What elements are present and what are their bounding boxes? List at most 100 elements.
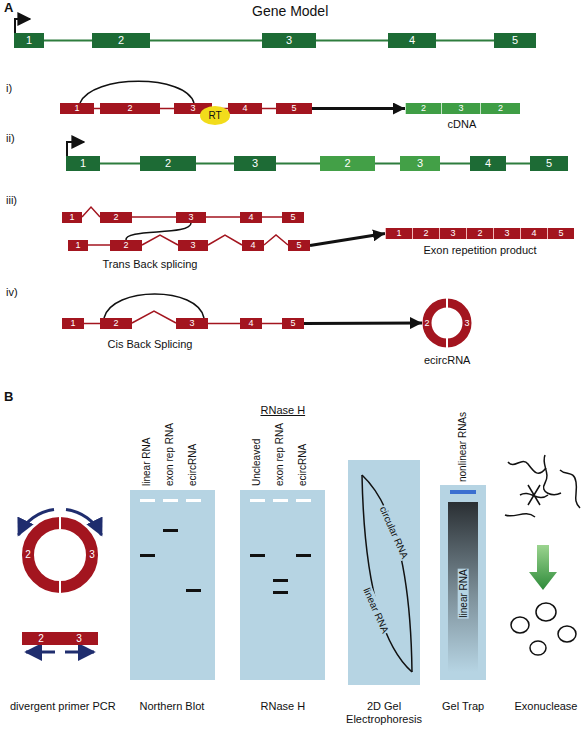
exon-box: 1 bbox=[62, 318, 84, 329]
circrna-ring bbox=[427, 297, 467, 349]
gel-trap bbox=[448, 502, 478, 672]
node-text: 1 bbox=[396, 229, 401, 238]
ring-segment: 2 bbox=[22, 548, 34, 562]
figure-label: cDNA bbox=[448, 118, 477, 131]
exon-box: 5 bbox=[282, 212, 304, 223]
northern-gel bbox=[163, 499, 178, 502]
pcr-ring bbox=[65, 651, 94, 654]
node-text: 2 bbox=[123, 241, 128, 250]
northern-gel bbox=[140, 499, 155, 502]
exon-box: 4 bbox=[240, 212, 262, 223]
node-text: 2 bbox=[344, 158, 350, 169]
gel-panel: linear RNA bbox=[440, 485, 486, 680]
node-text: 4 bbox=[250, 241, 255, 250]
splice-line bbox=[126, 223, 191, 240]
exon-box: 5 bbox=[288, 240, 310, 251]
exonuclease-sketch bbox=[544, 455, 561, 495]
exon-box: 5 bbox=[282, 318, 304, 329]
figure-label: A bbox=[4, 1, 13, 16]
node-text: 2 bbox=[165, 158, 171, 169]
pcr-ring bbox=[59, 515, 61, 529]
cdna-segment: 3 bbox=[441, 103, 480, 114]
node-text: 2 bbox=[113, 213, 118, 222]
node-text: 1 bbox=[70, 319, 75, 328]
exon-box: 1 bbox=[62, 212, 82, 223]
exon-box: 4 bbox=[388, 33, 436, 48]
node-text: linear RNA bbox=[361, 585, 392, 635]
2d-gel bbox=[348, 460, 420, 685]
process-arrow bbox=[312, 107, 405, 110]
node-text: 3 bbox=[286, 35, 292, 46]
northern-gel bbox=[186, 589, 201, 592]
exonuclease-sketch bbox=[536, 603, 556, 621]
node-text: 2 bbox=[424, 319, 429, 328]
splice-line bbox=[142, 235, 288, 245]
exon-box: 2 bbox=[22, 632, 60, 645]
northern-gel bbox=[140, 554, 155, 557]
transcript-line bbox=[80, 81, 194, 103]
exonuclease-sketch bbox=[511, 617, 529, 633]
exon-segment: 2 bbox=[412, 228, 439, 239]
2d-gel bbox=[348, 460, 420, 685]
node-text: 5 bbox=[296, 241, 301, 250]
gel-trap bbox=[440, 485, 486, 680]
node-text: 3 bbox=[76, 634, 82, 644]
node-text: 3 bbox=[189, 319, 194, 328]
node-text: 1 bbox=[75, 241, 80, 250]
node-text: 5 bbox=[290, 213, 295, 222]
pcr-ring bbox=[26, 651, 55, 654]
node-text: 2 bbox=[421, 104, 426, 113]
exonuclease-sketch bbox=[558, 626, 576, 642]
ring-segment: 2 bbox=[422, 316, 432, 330]
figure-label: Trans Back splicing bbox=[103, 258, 198, 271]
node-text: circular RNA bbox=[377, 503, 411, 561]
node-text: 2 bbox=[38, 634, 44, 644]
figure-label: RNase H bbox=[261, 404, 306, 417]
node-text: 2 bbox=[118, 35, 124, 46]
rnaseh-gel bbox=[273, 591, 288, 594]
rnaseh-gel bbox=[250, 499, 265, 502]
exonuclease-sketch bbox=[529, 545, 557, 590]
figure-label: i) bbox=[6, 82, 12, 95]
2d-gel bbox=[362, 475, 412, 672]
gene-model-intron bbox=[15, 19, 30, 33]
exon-box: 1 bbox=[66, 156, 100, 171]
node-text: linear RNA bbox=[458, 568, 469, 618]
rnaseh-gel bbox=[250, 554, 265, 557]
node-text: 4 bbox=[248, 319, 253, 328]
node-text: 1 bbox=[74, 104, 79, 113]
exon-box: 3 bbox=[234, 156, 276, 171]
rnaseh-gel bbox=[273, 579, 288, 582]
node-text: 5 bbox=[291, 104, 296, 113]
node-text: 1 bbox=[26, 35, 32, 46]
node-text: 4 bbox=[242, 104, 247, 113]
exonuclease-sketch bbox=[520, 485, 548, 505]
exonuclease-sketch bbox=[505, 514, 535, 517]
lane-label: ecircRNA bbox=[187, 444, 199, 486]
node-text: 2 bbox=[498, 104, 503, 113]
node-text: 2 bbox=[423, 229, 428, 238]
process-arrow bbox=[304, 322, 422, 326]
splice-line bbox=[88, 244, 110, 246]
exon-box: 2 bbox=[140, 156, 196, 171]
node-text: 3 bbox=[190, 241, 195, 250]
node-text: 3 bbox=[252, 158, 258, 169]
exon-box: 3 bbox=[176, 318, 208, 329]
pcr-ring bbox=[28, 523, 92, 587]
exon-box: 2 bbox=[320, 156, 375, 171]
process-arrow bbox=[310, 234, 385, 246]
figure-label: ecircRNA bbox=[424, 354, 470, 367]
figure-label: iii) bbox=[6, 194, 17, 207]
lane-label: Uncleaved bbox=[251, 439, 263, 486]
figure-label: Gel Trap bbox=[442, 700, 484, 713]
pcr-ring bbox=[59, 581, 61, 595]
exon-box: 3 bbox=[400, 156, 440, 171]
northern-gel bbox=[163, 529, 178, 532]
2d-gel bbox=[362, 475, 412, 672]
exon-box: 1 bbox=[14, 33, 44, 48]
exon-box: 4 bbox=[228, 103, 262, 114]
exon-segment: 1 bbox=[385, 228, 412, 239]
node-text: 2 bbox=[25, 550, 31, 560]
node-text: 3 bbox=[188, 213, 193, 222]
